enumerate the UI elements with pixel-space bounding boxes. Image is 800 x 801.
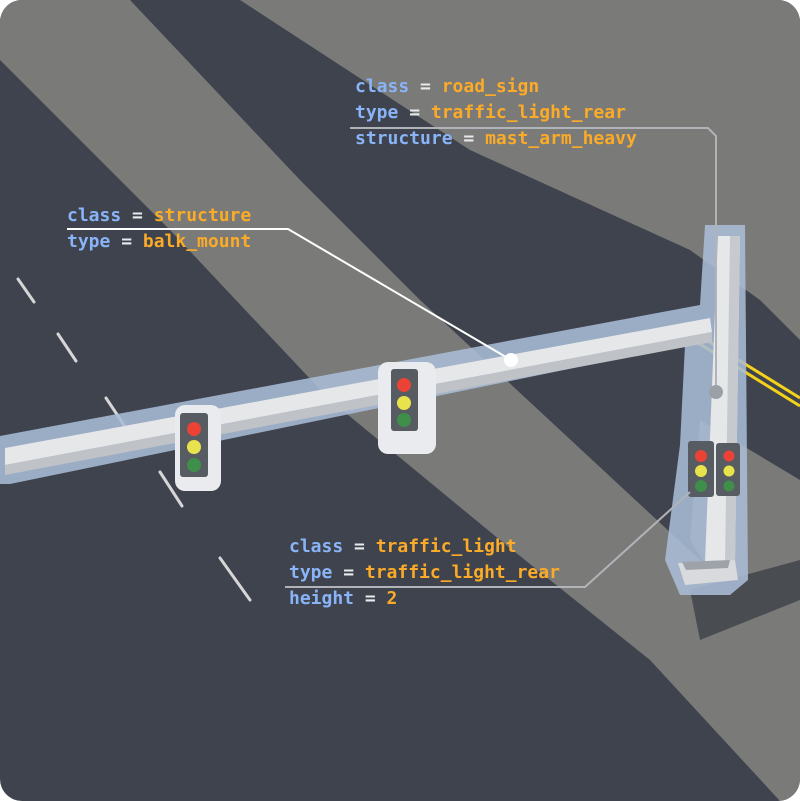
equals-sign: = bbox=[409, 76, 442, 97]
road-surface-upper bbox=[240, 0, 800, 340]
annotation-value: 2 bbox=[386, 588, 398, 609]
annotation-key: height bbox=[289, 588, 355, 609]
annotation-key: type bbox=[67, 231, 111, 252]
equals-sign: = bbox=[110, 231, 143, 252]
annotation-row: class = structure bbox=[67, 203, 251, 229]
annotation-row: type = balk_mount bbox=[67, 229, 251, 255]
annotation-value: traffic_light_rear bbox=[430, 102, 626, 123]
traffic-light-pole-front bbox=[688, 441, 714, 497]
annotation-value: traffic_light_rear bbox=[364, 562, 560, 583]
annotation-key: class bbox=[355, 76, 410, 97]
annotation-key: structure bbox=[355, 128, 453, 149]
traffic-light-middle bbox=[391, 369, 418, 431]
leader-line-road-sign bbox=[350, 127, 717, 392]
leader-dot-structure bbox=[504, 353, 518, 367]
annotation-row: height = 2 bbox=[289, 586, 560, 612]
traffic-light-left bbox=[180, 413, 208, 477]
leader-line-structure bbox=[67, 228, 512, 361]
annotation-key: type bbox=[355, 102, 399, 123]
annotation-value: mast_arm_heavy bbox=[485, 128, 637, 149]
equals-sign: = bbox=[343, 536, 376, 557]
traffic-light-pole-side bbox=[716, 443, 740, 496]
annotation-row: structure = mast_arm_heavy bbox=[355, 126, 637, 152]
annotation-value: traffic_light bbox=[375, 536, 517, 557]
annotation-value: road_sign bbox=[441, 76, 540, 97]
pole-shadow bbox=[690, 560, 800, 640]
annotation-traffic-light: class = traffic_light type = traffic_lig… bbox=[289, 534, 560, 612]
annotation-value: balk_mount bbox=[142, 231, 252, 252]
equals-sign: = bbox=[332, 562, 365, 583]
annotation-key: class bbox=[289, 536, 344, 557]
annotation-structure: class = structure type = balk_mount bbox=[67, 203, 251, 255]
equals-sign: = bbox=[452, 128, 486, 149]
equals-sign: = bbox=[398, 102, 431, 123]
equals-sign: = bbox=[121, 205, 154, 226]
annotation-road-sign: class = road_sign type = traffic_light_r… bbox=[355, 74, 637, 152]
annotation-row: class = road_sign bbox=[355, 74, 637, 100]
annotation-value: structure bbox=[153, 205, 252, 226]
annotation-row: type = traffic_light_rear bbox=[355, 100, 637, 126]
annotation-row: class = traffic_light bbox=[289, 534, 560, 560]
pole-base-top bbox=[682, 560, 730, 570]
annotation-key: class bbox=[67, 205, 122, 226]
annotation-row: type = traffic_light_rear bbox=[289, 560, 560, 586]
equals-sign: = bbox=[354, 588, 387, 609]
mast-arm-halo bbox=[0, 225, 748, 595]
leader-line-traffic-light bbox=[285, 491, 691, 588]
leader-dot-road-sign bbox=[709, 385, 723, 399]
annotation-key: type bbox=[289, 562, 333, 583]
